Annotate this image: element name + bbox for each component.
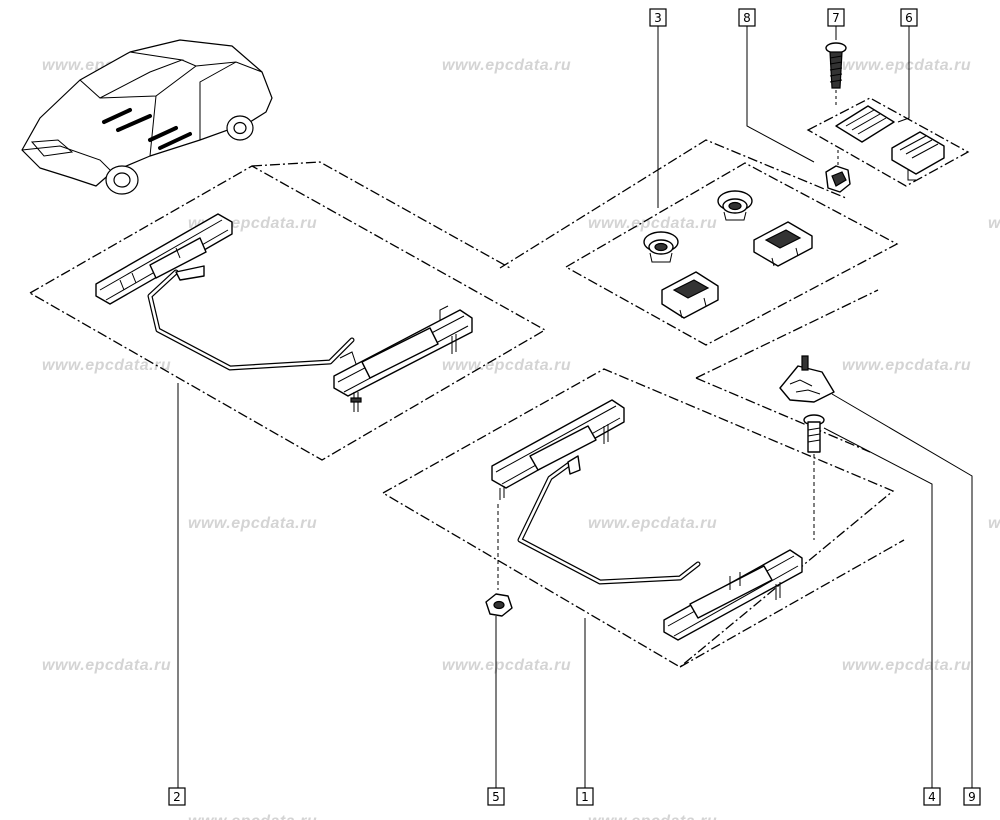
- watermark-text: www.epcdata.ru: [842, 57, 971, 74]
- group-outline-1: [381, 368, 895, 668]
- callout-2[interactable]: 2: [168, 787, 186, 806]
- flange-nut-5: [485, 593, 513, 617]
- screw-7: [825, 42, 847, 108]
- knob-9: [779, 355, 835, 403]
- callout-label: 5: [492, 790, 500, 804]
- group-outline-3: [564, 162, 899, 346]
- callout-label: 7: [832, 11, 840, 25]
- watermark-text: www.epcdata.ru: [442, 357, 571, 374]
- callout-label: 9: [968, 790, 976, 804]
- callout-4[interactable]: 4: [923, 787, 941, 806]
- group-outline-9: [695, 289, 879, 379]
- leader-lines: [177, 26, 973, 788]
- callout-1[interactable]: 1: [576, 787, 594, 806]
- watermark-text: www.epcdata.ru: [988, 515, 1000, 532]
- callout-8[interactable]: 8: [738, 8, 756, 27]
- callout-label: 2: [173, 790, 181, 804]
- callout-label: 3: [654, 11, 662, 25]
- watermark-text: www.epcdata.ru: [42, 357, 171, 374]
- callout-label: 6: [905, 11, 913, 25]
- group-link-9: [695, 377, 871, 453]
- group-link-3: [499, 139, 847, 269]
- callout-9[interactable]: 9: [963, 787, 981, 806]
- watermark-text: www.epcdata.ru: [842, 657, 971, 674]
- callout-label: 8: [743, 11, 751, 25]
- bracket-set: [835, 105, 945, 181]
- clip-nut-8: [825, 150, 851, 193]
- callout-7[interactable]: 7: [827, 8, 845, 27]
- watermark-text: www.epcdata.ru: [442, 57, 571, 74]
- callout-label: 1: [581, 790, 589, 804]
- watermark-layer: www.epcdata.ru www.epcdata.ru www.epcdat…: [42, 57, 1000, 820]
- clip-set: [643, 190, 813, 319]
- vehicle-location-illustration: [21, 39, 273, 195]
- callout-label: 4: [928, 790, 936, 804]
- watermark-text: www.epcdata.ru: [588, 515, 717, 532]
- watermark-text: www.epcdata.ru: [188, 515, 317, 532]
- seat-slide-assembly-right: [491, 399, 803, 641]
- bolt-4: [803, 414, 825, 540]
- group-link-2: [251, 161, 511, 269]
- watermark-text: www.epcdata.ru: [188, 813, 317, 820]
- group-outline-2: [28, 165, 547, 461]
- group-link-1: [679, 539, 905, 668]
- callout-6[interactable]: 6: [900, 8, 918, 27]
- watermark-text: www.epcdata.ru: [988, 215, 1000, 232]
- watermark-text: www.epcdata.ru: [42, 657, 171, 674]
- watermark-text: www.epcdata.ru: [588, 813, 717, 820]
- group-outline-6: [806, 97, 970, 187]
- watermark-text: www.epcdata.ru: [842, 357, 971, 374]
- watermark-text: www.epcdata.ru: [588, 215, 717, 232]
- seat-slide-assembly-left: [95, 213, 473, 412]
- callout-5[interactable]: 5: [487, 787, 505, 806]
- watermark-text: www.epcdata.ru: [442, 657, 571, 674]
- callout-3[interactable]: 3: [649, 8, 667, 27]
